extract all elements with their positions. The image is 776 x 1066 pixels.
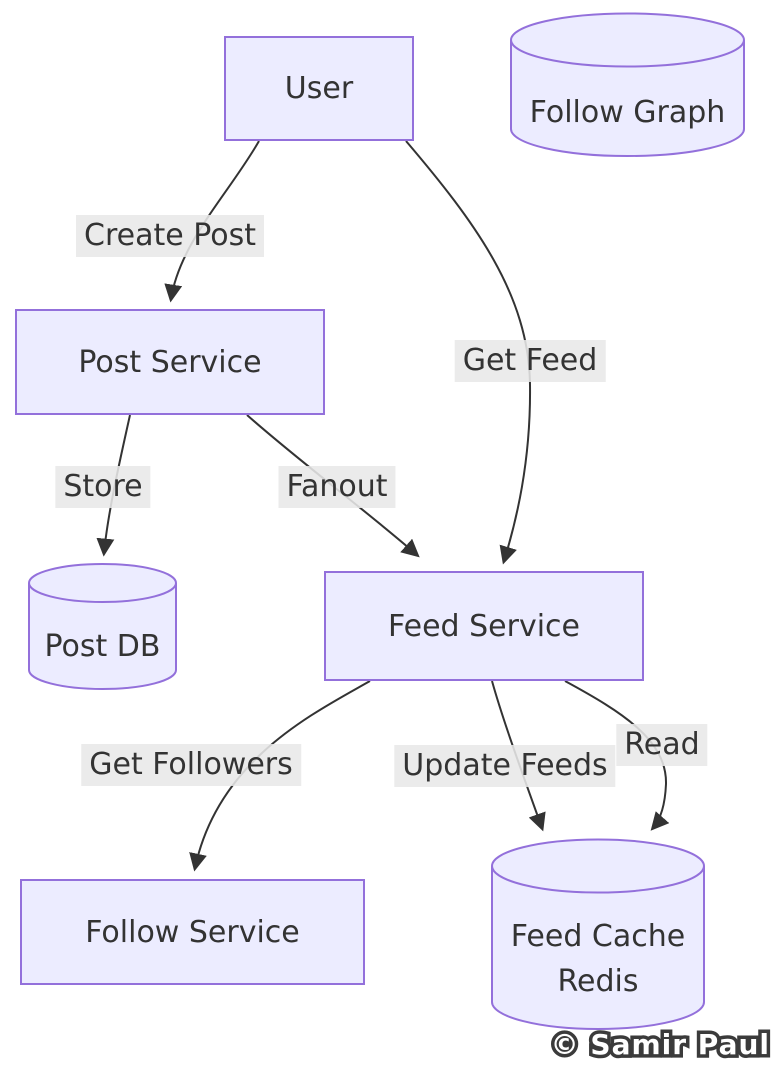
node-user: User <box>224 36 414 141</box>
edge-label-update-feeds: Update Feeds <box>394 745 616 787</box>
node-post-service: Post Service <box>15 309 325 415</box>
cylinder-shape <box>28 563 177 690</box>
node-feed-service-label: Feed Service <box>388 608 580 644</box>
node-user-label: User <box>284 71 354 106</box>
node-feed-service: Feed Service <box>324 571 644 681</box>
edge-label-read: Read <box>616 724 708 766</box>
edge-label-get-followers: Get Followers <box>81 744 301 786</box>
edge-label-create-post: Create Post <box>76 215 264 257</box>
node-follow-graph: Follow Graph <box>510 12 745 157</box>
node-post-db: Post DB <box>28 563 177 690</box>
node-post-db-label: Post DB <box>44 629 161 664</box>
node-follow-graph-label: Follow Graph <box>529 95 726 130</box>
cylinder-shape <box>491 838 705 1030</box>
edge-label-store: Store <box>55 466 151 508</box>
edge-label-get-feed: Get Feed <box>454 340 606 382</box>
node-feed-cache-line2: Redis <box>557 964 639 999</box>
node-feed-cache-line1: Feed Cache <box>510 919 686 954</box>
watermark-copyright: © Samir Paul <box>547 1025 772 1065</box>
node-post-service-label: Post Service <box>78 344 262 380</box>
node-follow-service-label: Follow Service <box>85 914 300 950</box>
cylinder-shape <box>510 12 745 157</box>
node-feed-cache-label: Feed Cache Redis <box>491 888 705 1030</box>
node-follow-service: Follow Service <box>20 879 365 985</box>
node-feed-cache: Feed Cache Redis <box>491 838 705 1030</box>
edge-label-fanout: Fanout <box>278 466 396 508</box>
edge-feed-service-feed-cache-read <box>564 680 670 831</box>
